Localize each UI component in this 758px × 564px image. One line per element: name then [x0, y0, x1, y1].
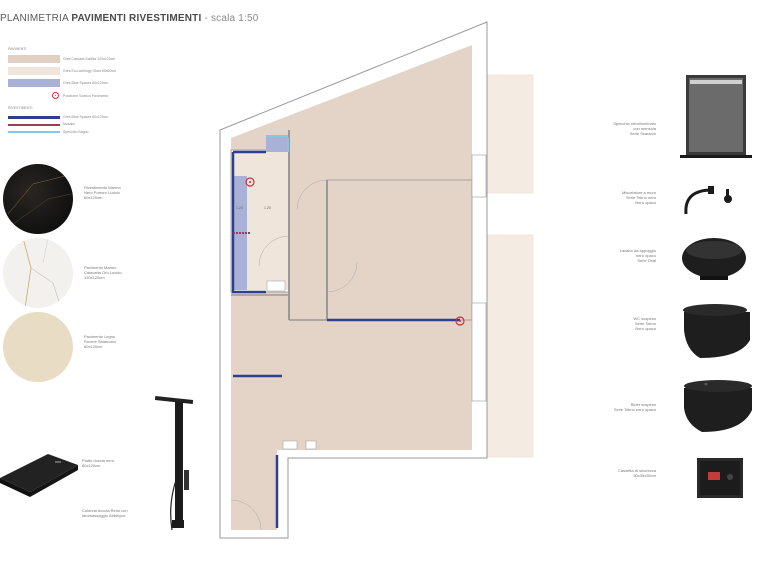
legend-pavimenti-header: PAVIMENTI: [8, 47, 27, 51]
drain-icon: [52, 92, 59, 99]
fixture-caption-5: Cassetta di sicurezza 50x35x35cm: [617, 468, 656, 478]
fixture-caption-4: Bidet sospeso Serie Tekno nero opaco: [613, 402, 656, 412]
legend-label-3: Posizione Scarico Pavimento: [63, 94, 109, 98]
legend-riv-label-2: Specchio Bagno: [63, 130, 89, 134]
page-title: PLANIMETRIA PAVIMENTI RIVESTIMENTI - sca…: [0, 13, 259, 24]
title-prefix: PLANIMETRIA: [0, 13, 69, 24]
legend-label-1: Gres Eco-weblogy Glam 60x60cm: [63, 69, 117, 73]
legend-rivestimenti-header: RIVESTIMENTI: [8, 106, 33, 110]
material-calacatta-swatch: [3, 238, 73, 308]
legend-line-2: [8, 131, 60, 133]
fixture-caption-3: WC sospeso Serie Tekno Nero opaco: [633, 316, 656, 331]
legend-label-2: Gres Blue Spaces 60x120cm: [63, 81, 109, 85]
legend-swatch-0: [8, 55, 60, 63]
legend-label-0: Gres Cascata Sabbia 120x120cm: [63, 57, 116, 61]
material-nero-portoro-swatch: [3, 164, 73, 234]
fixture-caption-1: Miscelatore a muro Serie Tekno nero Nero…: [621, 190, 656, 205]
drain-marker-bath: [245, 177, 255, 187]
legend-line-0: [8, 116, 60, 119]
material-rovere-swatch: [3, 312, 73, 382]
fixture-caption-0: Specchio retroilluminato con mensola Ser…: [613, 121, 656, 136]
material-caption-1: Pavimento Marmo Calacatta Oro Lucido 120…: [84, 265, 122, 280]
fixture-caption-2: Lavabo da appoggio nero opaco Serie Oval: [619, 248, 656, 263]
legend-riv-label-1: Mosaici: [63, 122, 75, 126]
legend-swatch-2: [8, 79, 60, 87]
dim-label-b: 1.20: [264, 206, 271, 210]
material-caption-0: Rivestimento Marmo Nero Portoro Lucido 6…: [84, 185, 121, 200]
title-main: PAVIMENTI RIVESTIMENTI: [71, 13, 202, 24]
drain-marker-bedroom: [455, 316, 465, 326]
dim-label-a: 1.20: [236, 206, 243, 210]
title-scale: - scala 1:50: [204, 13, 259, 24]
legend-swatch-1: [8, 67, 60, 75]
legend-riv-label-0: Gres Blue Spaces 60x120cm: [63, 115, 109, 119]
shower-column-caption: Colonna doccia Rimo con idromassaggio Ab…: [82, 508, 128, 518]
wall-cladding-bath: [231, 152, 266, 294]
bath-niche-floor: [266, 136, 288, 152]
terrace-lower: [486, 234, 534, 458]
terrace-upper: [486, 74, 534, 194]
shower-tray-caption: Piatto doccia nero 80x120cm: [82, 458, 115, 468]
legend-line-1: [8, 124, 60, 126]
material-caption-2: Pavimento Legno Rovere Sbiancato 60x120c…: [84, 334, 116, 349]
